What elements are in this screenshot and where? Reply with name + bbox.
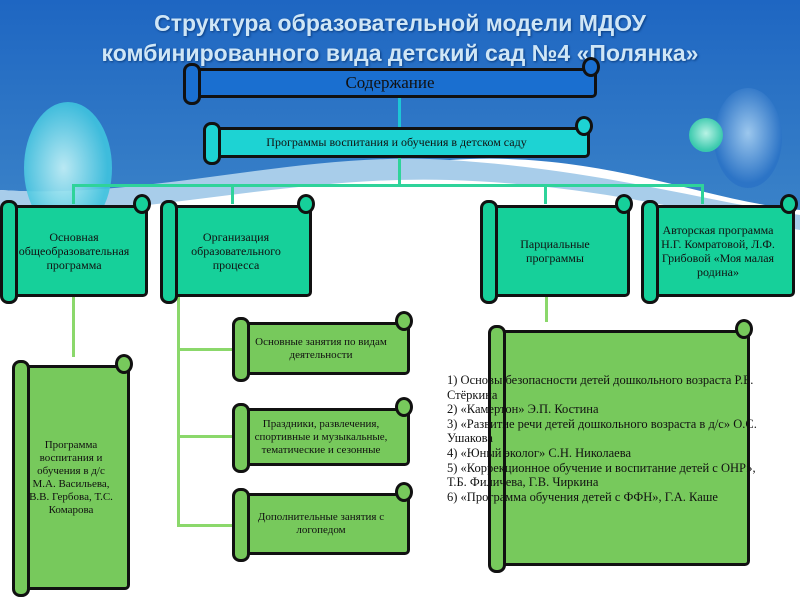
branch-process-organization: Организация образовательного процесса (160, 194, 315, 304)
main-program-scroll: Программа воспитания и обучения в д/с М.… (12, 354, 133, 597)
programs-header: Программы воспитания и обучения в детско… (203, 116, 593, 165)
programs-header-label: Программы воспитания и обучения в детско… (266, 135, 527, 149)
process-item-text: Дополнительные занятия с логопедом (257, 511, 385, 536)
title-line: Структура образовательной модели МДОУ (154, 10, 646, 36)
partial-programs-list: 1) Основы безопасности детей дошкольного… (447, 373, 777, 504)
connector (398, 158, 401, 185)
content-header-label: Содержание (345, 73, 435, 92)
list-item: 1) Основы безопасности детей дошкольного… (447, 373, 754, 402)
branch-author-program: Авторская программа Н.Г. Комратовой, Л.Ф… (641, 194, 798, 304)
list-item: 3) «Развитие речи детей дошкольного возр… (447, 416, 757, 446)
connector (177, 524, 233, 527)
title-line: комбинированного вида детский сад №4 «По… (101, 40, 699, 66)
list-item: 5) «Коррекционное обучение и воспитание … (447, 460, 756, 490)
connector (72, 184, 704, 187)
connector (398, 97, 401, 127)
page-title: Структура образовательной модели МДОУ ко… (0, 8, 800, 68)
branch-label: Авторская программа Н.Г. Комратовой, Л.Ф… (661, 223, 775, 279)
connector (545, 297, 548, 322)
branch-label: Основная общеобразовательная программа (18, 230, 130, 272)
connector (544, 184, 547, 204)
branch-partial-programs: Парциальные программы (480, 194, 633, 304)
list-item: 6) «Программа обучения детей с ФФН», Г.А… (447, 489, 718, 504)
list-item: 2) «Камертон» Э.П. Костина (447, 402, 599, 417)
decor-bubble (24, 102, 112, 234)
connector (72, 297, 75, 357)
branch-main-program: Основная общеобразовательная программа (0, 194, 151, 304)
main-program-text: Программа воспитания и обучения в д/с М.… (29, 438, 113, 516)
connector (72, 184, 75, 204)
branch-label: Организация образовательного процесса (191, 230, 281, 272)
list-item: 4) «Юный эколог» С.Н. Николаева (447, 445, 632, 460)
branch-label: Парциальные программы (520, 237, 590, 265)
connector (701, 184, 704, 204)
process-item-text: Праздники, развлечения, спортивные и муз… (254, 417, 388, 456)
connector (177, 348, 233, 351)
process-item: Дополнительные занятия с логопедом (232, 482, 413, 562)
process-item-text: Основные занятия по видам деятельности (255, 335, 387, 361)
content-header: Содержание (183, 57, 600, 105)
partial-programs-scroll (488, 319, 753, 573)
connector (231, 184, 234, 204)
process-item: Основные занятия по видам деятельности (232, 311, 413, 382)
connector (177, 435, 233, 438)
decor-bubble (689, 118, 723, 152)
process-item: Праздники, развлечения, спортивные и муз… (232, 397, 413, 473)
decor-bubble (714, 88, 782, 188)
connector (177, 297, 180, 527)
